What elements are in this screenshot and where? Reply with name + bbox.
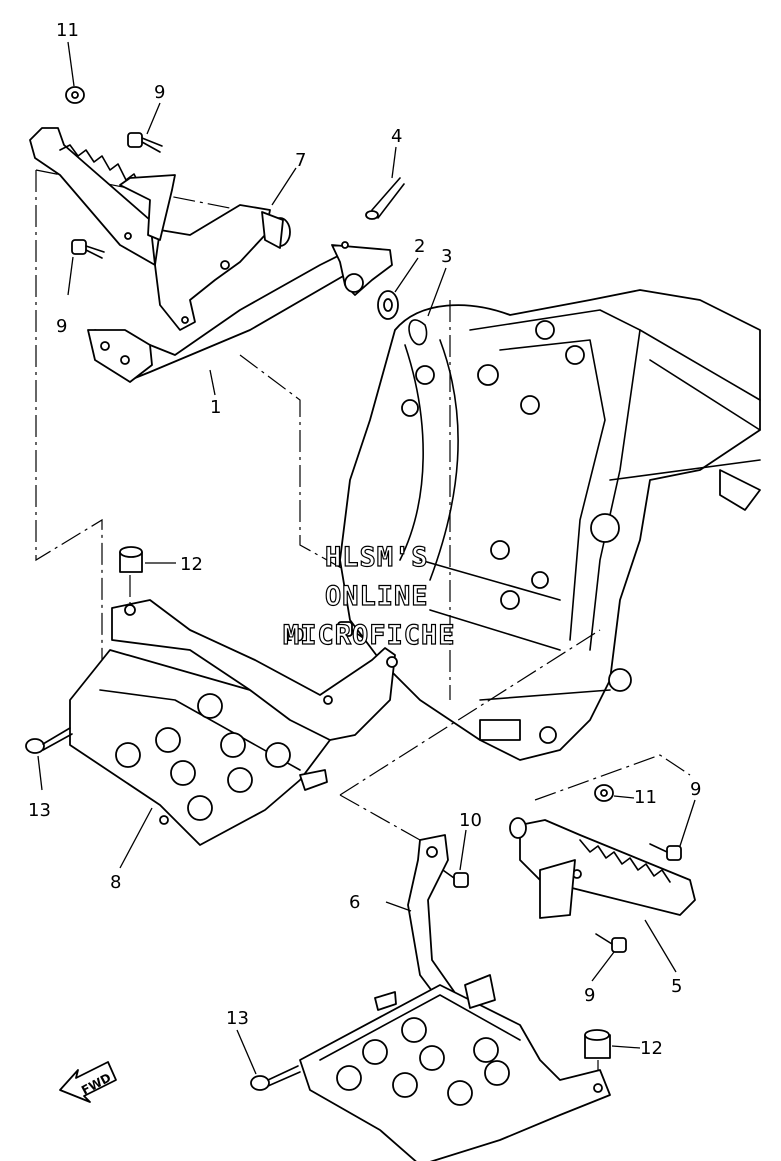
fwd-arrow-icon: FWD	[59, 1061, 117, 1103]
frame	[339, 289, 761, 761]
callout-9-lower-a: 9	[690, 779, 701, 800]
callout-5: 5	[671, 976, 682, 997]
callout-9-lower-b: 9	[584, 985, 595, 1006]
circlip-part-3	[408, 319, 428, 346]
callout-9-upper-a: 9	[154, 82, 165, 103]
leader-lines	[37, 41, 696, 1075]
nut-part-11-right	[594, 784, 614, 802]
callout-12-right: 12	[640, 1038, 663, 1059]
callout-10-right: 10	[459, 810, 482, 831]
screw-part-13-left	[25, 727, 73, 754]
callouts: 11 9 7 4 2 3 9 1 12 10 13 8 11 9 10 6 9 …	[28, 20, 701, 1059]
bolt-part-9-upper-a	[127, 132, 163, 153]
damper-part-12-left	[119, 546, 143, 573]
callout-2: 2	[414, 236, 425, 257]
cotter-pin-part-4	[365, 177, 405, 220]
callout-7: 7	[295, 150, 306, 171]
watermark-line-2: ONLINE	[325, 581, 429, 612]
callout-12-left: 12	[180, 554, 203, 575]
callout-11-upper: 11	[56, 20, 79, 41]
brake-pedal-part-1	[87, 241, 393, 383]
callout-11-right: 11	[634, 787, 657, 808]
callout-13-right: 13	[226, 1008, 249, 1029]
watermark-line-3: MICROFICHE	[283, 620, 456, 651]
screw-part-13-right	[250, 1065, 301, 1091]
bolt-part-9-lower-b	[595, 933, 627, 953]
callout-4: 4	[391, 126, 402, 147]
foot-plate-right	[299, 974, 611, 1161]
damper-part-12-right	[584, 1029, 611, 1059]
callout-8: 8	[110, 872, 121, 893]
footrest-left	[29, 127, 176, 266]
callout-10-left: 10	[282, 625, 305, 646]
bolt-part-10-left	[337, 621, 367, 641]
watermark-line-1: HLSM'S	[325, 542, 429, 573]
washer-part-2	[377, 290, 399, 320]
watermark: HLSM'S ONLINE MICROFICHE	[282, 541, 456, 651]
bolt-part-9-lower-a	[649, 843, 682, 861]
callout-3: 3	[441, 246, 452, 267]
callout-1: 1	[210, 397, 221, 418]
pedal-holder-part-7	[154, 204, 291, 331]
footrest-part-5-right	[509, 817, 696, 919]
callout-9-upper-b: 9	[56, 316, 67, 337]
nut-part-11-upper	[65, 86, 85, 104]
centerlines	[35, 169, 691, 1090]
callout-13-left: 13	[28, 800, 51, 821]
callout-6: 6	[349, 892, 360, 913]
bolt-part-9-upper-b	[71, 239, 105, 259]
foot-plate-part-8	[69, 599, 398, 846]
bolt-part-10-right	[439, 867, 469, 888]
